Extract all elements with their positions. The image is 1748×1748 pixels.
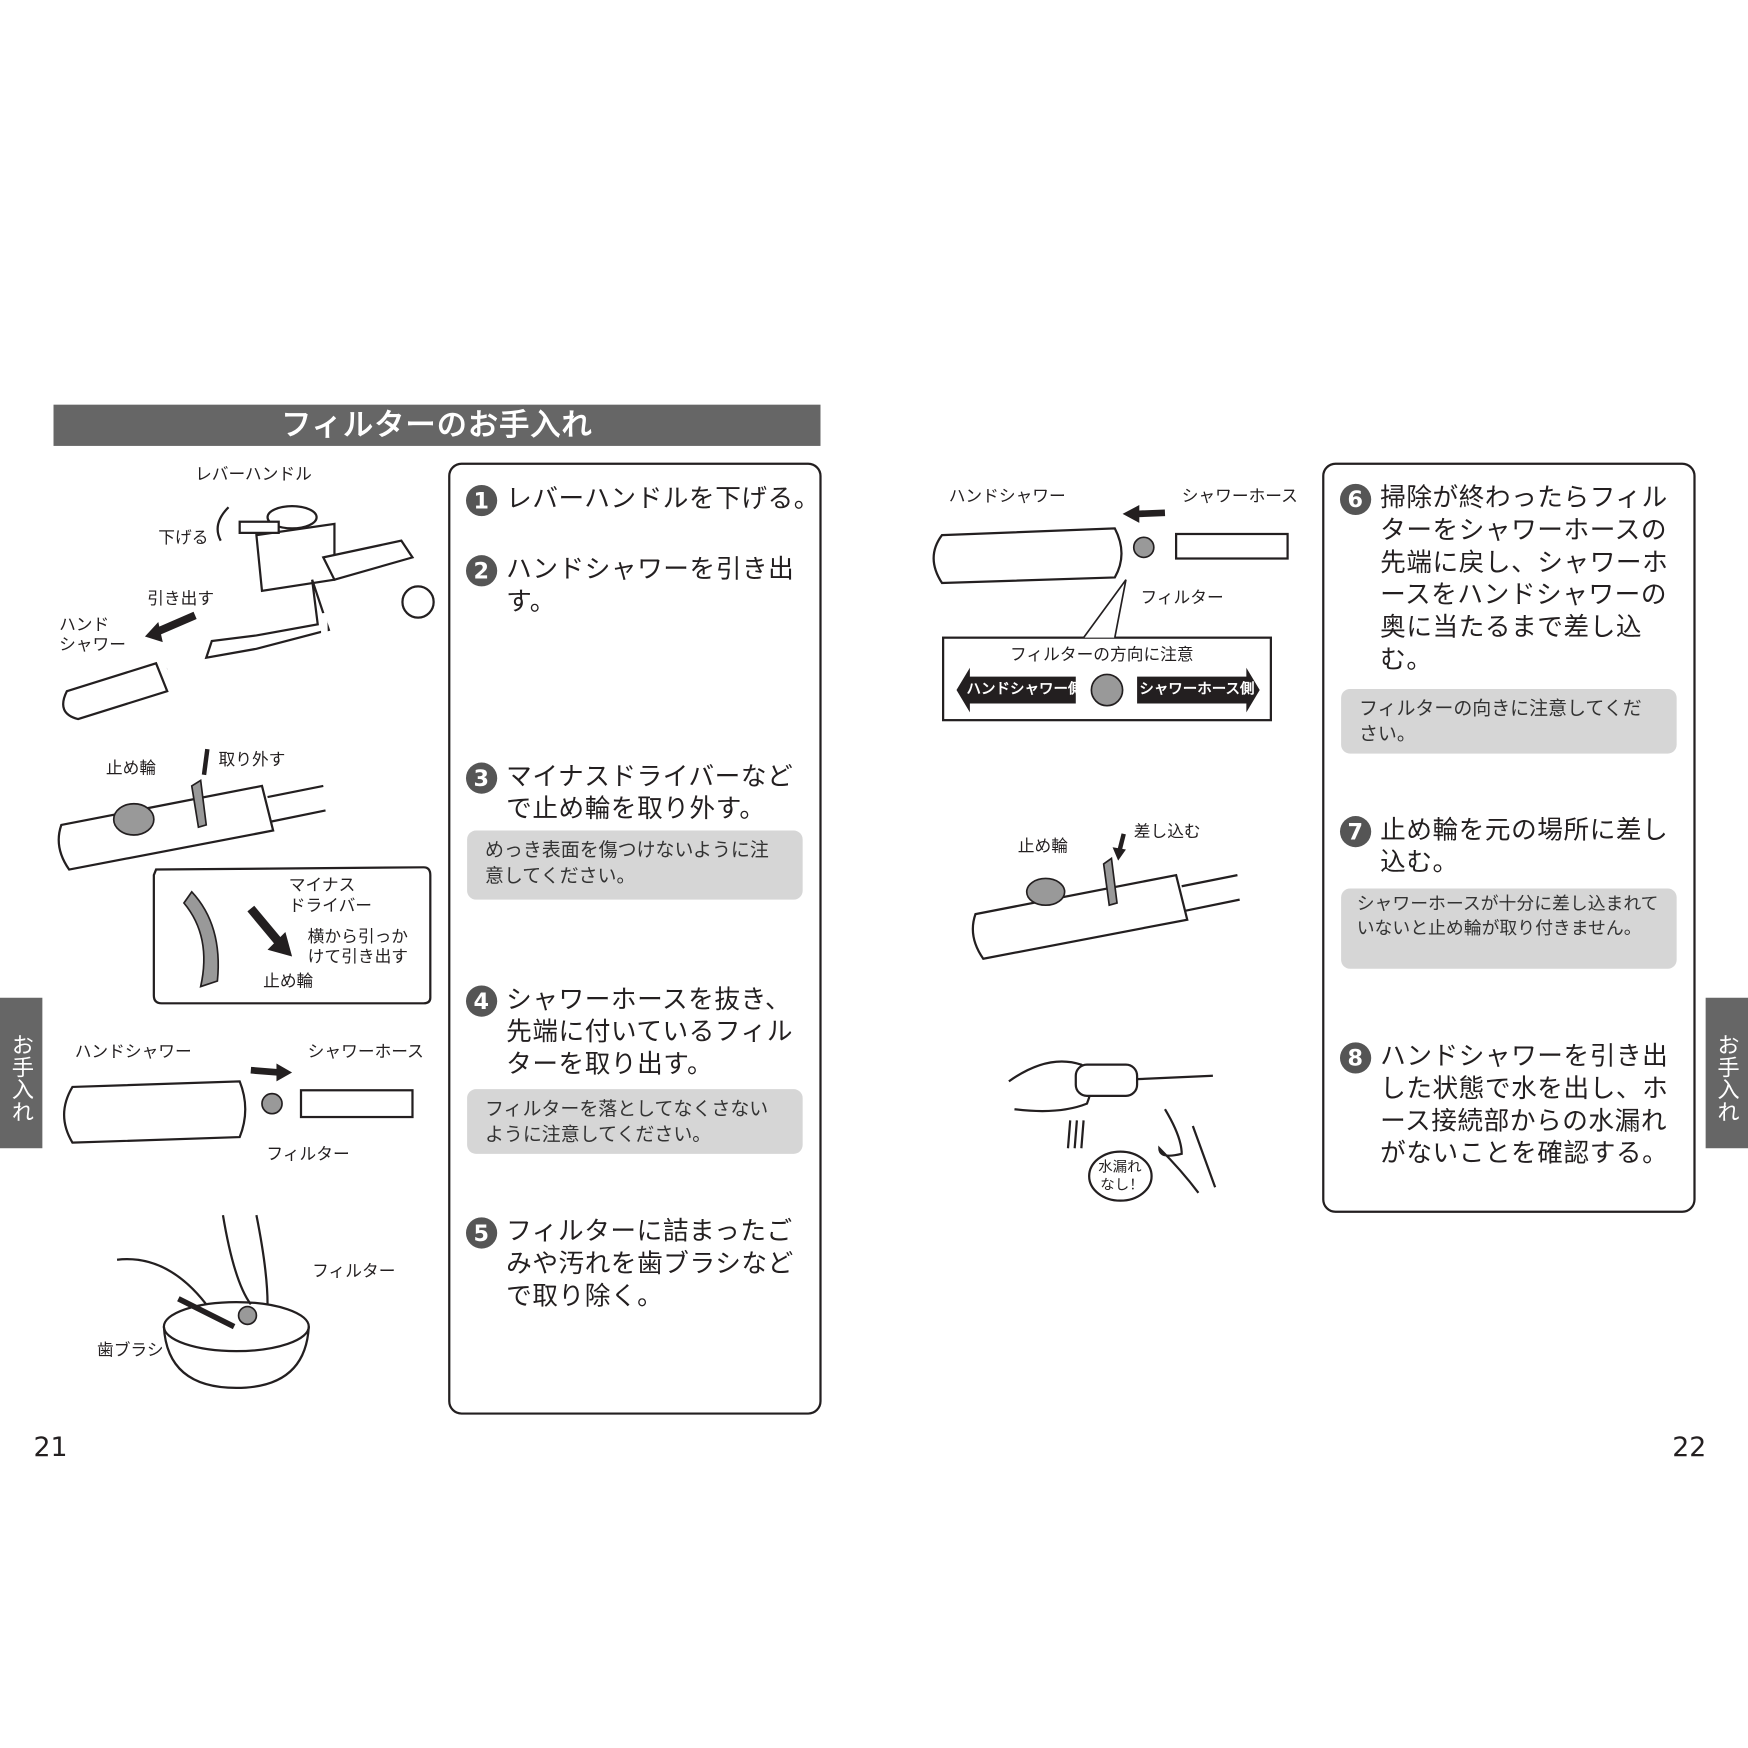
label-hook-pull: けて引き出す [307, 946, 409, 967]
step-text: ハンドシャワーを引き出した状態で水を出し、ホース接続部からの水漏れがないことを確… [1380, 1042, 1669, 1169]
label-stop-ring: 止め輪 [105, 758, 157, 779]
step-text: マイナスドライバーなどで止め輪を取り外す。 [506, 762, 794, 824]
section-title: フィルターのお手入れ [53, 404, 821, 446]
label-remove: 取り外す [218, 749, 286, 770]
side-tab-maintenance[interactable]: お手入れ [1705, 997, 1748, 1149]
label-toothbrush: 歯ブラシ [96, 1339, 164, 1361]
label-filter: フィルター [266, 1143, 350, 1164]
step-text: レバーハンドルを下げる。 [506, 484, 820, 514]
caution-note: フィルターの向きに注意してください。 [1341, 688, 1677, 754]
label-hook-pull: 横から引っか [307, 926, 409, 947]
page-number: 22 [1672, 1431, 1707, 1463]
step-number: 6 [1339, 483, 1372, 516]
label-lower: 下げる [158, 527, 209, 548]
speech-bubble-text: なし！ [1100, 1177, 1144, 1194]
label-filter: フィルター [1140, 587, 1224, 608]
label-hand-shower: ハンド [59, 614, 110, 635]
label-lever-handle: レバーハンドル [195, 463, 312, 484]
step-number: 1 [465, 484, 498, 517]
page-number: 21 [33, 1431, 68, 1463]
label-shower-hose: シャワーホース [1181, 486, 1298, 507]
shower-ring-illustration [57, 748, 432, 1005]
caution-note: シャワーホースが十分に差し込まれていないと止め輪が取り付きません。 [1341, 888, 1677, 969]
label-pull-out: 引き出す [147, 588, 215, 609]
label-filter: フィルター [312, 1260, 396, 1281]
washing-bowl-illustration [116, 1214, 310, 1390]
label-insert: 差し込む [1133, 821, 1201, 842]
step-1: 1 レバーハンドルを下げる。 [465, 484, 823, 517]
label-stop-ring: 止め輪 [1017, 836, 1068, 857]
step-number: 2 [465, 555, 498, 587]
label-shower-hose-side: シャワーホース側 [1139, 681, 1255, 698]
label-shower-hose: シャワーホース [307, 1041, 424, 1062]
filter-direction-illustration [932, 505, 1289, 722]
side-tab-maintenance[interactable]: お手入れ [0, 997, 43, 1149]
step-number: 4 [465, 985, 498, 1017]
faucet-illustration [62, 505, 435, 721]
instruction-box-left [448, 462, 822, 1415]
instruction-box-right [1322, 462, 1696, 1213]
step-text: 掃除が終わったらフィルターをシャワーホースの先端に戻し、シャワーホースをハンドシ… [1380, 483, 1669, 675]
hand-check-illustration [1008, 1060, 1217, 1202]
label-stop-ring: 止め輪 [263, 970, 314, 992]
label-screwdriver: ドライバー [288, 895, 373, 916]
label-hand-shower-side: ハンドシャワー側 [966, 681, 1083, 698]
step-text: フィルターに詰まったごみや汚れを歯ブラシなどで取り除く。 [506, 1217, 794, 1312]
speech-bubble-text: 水漏れ [1098, 1159, 1142, 1177]
step-number: 7 [1339, 816, 1372, 848]
step-text: ハンドシャワーを引き出す。 [506, 555, 795, 617]
caution-note: フィルターを落としてなくさないように注意してください。 [467, 1089, 803, 1154]
ring-insert-illustration [971, 833, 1240, 960]
label-screwdriver: マイナス [288, 875, 356, 896]
step-number: 8 [1339, 1042, 1372, 1074]
label-hand-shower: ハンドシャワー [74, 1041, 192, 1062]
caution-title: フィルターの方向に注意 [1010, 644, 1194, 665]
step-text: シャワーホースを抜き、先端に付いているフィルターを取り出す。 [506, 985, 794, 1080]
step-number: 5 [465, 1217, 498, 1249]
step-number: 3 [465, 762, 498, 794]
label-hand-shower: ハンドシャワー [948, 486, 1066, 507]
label-hand-shower: シャワー [59, 634, 126, 655]
hose-filter-illustration [62, 1063, 414, 1144]
caution-note: めっき表面を傷つけないように注意してください。 [467, 830, 803, 900]
step-text: 止め輪を元の場所に差し込む。 [1380, 816, 1669, 878]
